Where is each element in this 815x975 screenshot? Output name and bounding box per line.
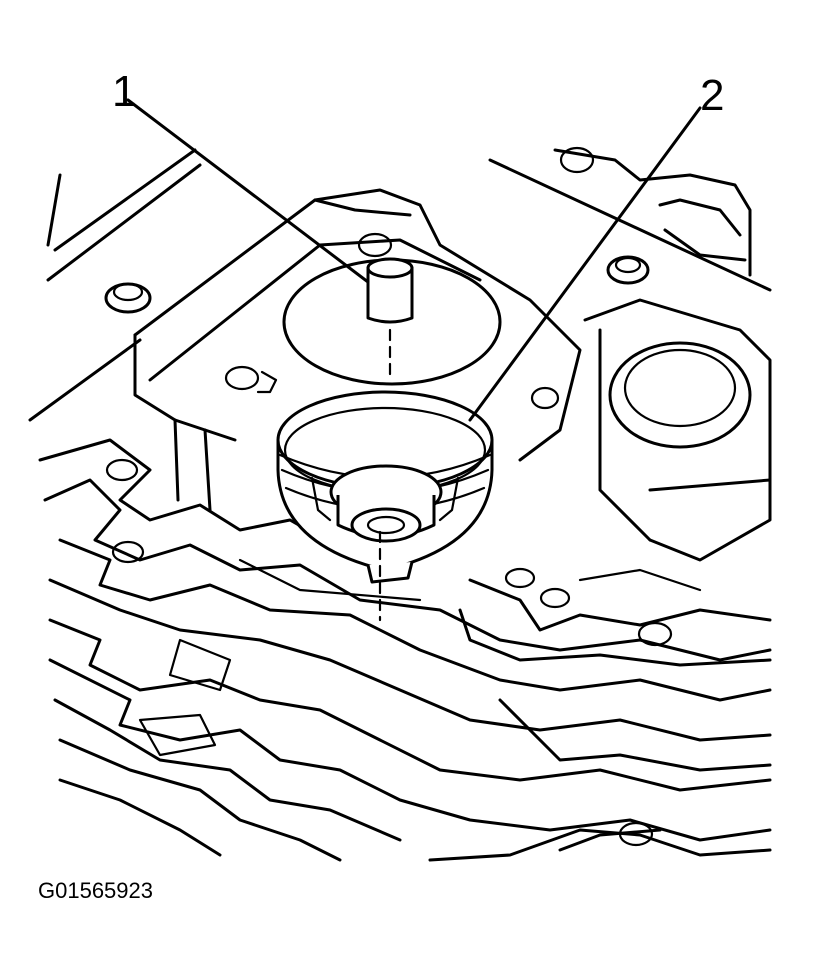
accumulator-piston	[276, 390, 494, 622]
accumulator-housing	[133, 188, 582, 512]
side-block	[583, 298, 772, 562]
upper-housing	[28, 146, 772, 422]
plug-right	[606, 255, 650, 285]
leader-line-1	[126, 98, 370, 284]
accumulator-pin	[366, 257, 414, 382]
leader-line-2	[468, 106, 702, 422]
callout-label-2: 2	[700, 71, 725, 120]
figure-id: G01565923	[38, 878, 153, 903]
plug-left	[104, 282, 152, 314]
valve-body-plate	[38, 438, 772, 862]
callout-label-1: 1	[112, 67, 137, 116]
